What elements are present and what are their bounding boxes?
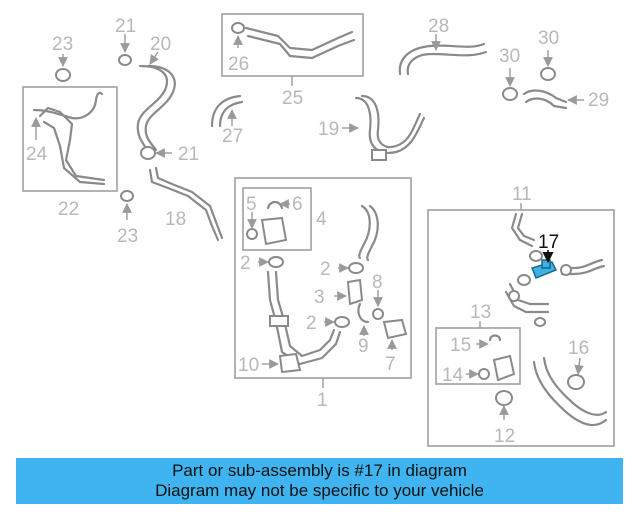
callout-21-lower: 21 (178, 144, 199, 165)
group-box-13 (435, 327, 521, 385)
callout-1: 1 (317, 390, 328, 411)
part-14-ring (466, 354, 516, 382)
callout-25: 25 (282, 88, 303, 109)
part-19-pipe (342, 94, 426, 161)
part-15-fitting (476, 334, 502, 349)
part-20-hose (136, 51, 176, 154)
callout-11: 11 (512, 184, 532, 205)
part-21-clamp-lower (140, 146, 172, 160)
callout-2-c: 2 (306, 313, 317, 334)
part-large-hose (532, 356, 608, 427)
part-hose-upper-right (358, 204, 379, 262)
parts-diagram: 23 21 20 24 22 21 18 23 (22, 13, 615, 447)
callout-12: 12 (494, 426, 515, 447)
part-29-hose (522, 89, 584, 110)
callout-26: 26 (228, 54, 249, 75)
part-23-clamp-lower (120, 190, 134, 220)
callout-2-a: 2 (240, 253, 251, 274)
callout-14: 14 (442, 365, 464, 386)
part-23-clamp (55, 54, 71, 82)
callout-23-lower: 23 (117, 226, 138, 247)
callout-5: 5 (246, 194, 257, 215)
callout-10: 10 (238, 355, 259, 376)
part-17-highlighted (531, 250, 557, 279)
callout-16: 16 (568, 338, 589, 359)
part-10-cap (262, 352, 302, 374)
callout-24: 24 (26, 144, 48, 165)
banner-line-1: Part or sub-assembly is #17 in diagram (172, 461, 467, 480)
part-7-flange (382, 318, 408, 350)
part-24-pipe (31, 91, 106, 186)
callout-4: 4 (316, 209, 327, 230)
part-12-cap (495, 390, 513, 420)
part-27-hose (210, 94, 244, 128)
part-3-connector (334, 278, 364, 306)
callout-6: 6 (292, 194, 303, 215)
callout-23-top: 23 (52, 34, 73, 55)
callout-9: 9 (358, 336, 369, 357)
callout-19: 19 (318, 119, 339, 140)
group-box-22 (22, 86, 118, 192)
callout-27: 27 (222, 126, 243, 147)
part-26-pipe (231, 22, 356, 60)
callout-18: 18 (165, 209, 186, 230)
group-box-4 (242, 187, 312, 251)
callout-22: 22 (58, 199, 79, 220)
callout-20: 20 (150, 34, 171, 55)
callout-3: 3 (314, 287, 325, 308)
part-18-pipe (148, 166, 224, 242)
callout-28: 28 (428, 16, 449, 37)
part-2-clamps (258, 256, 364, 328)
part-5-6-fitting (246, 199, 290, 246)
part-11-hose (504, 212, 606, 327)
callout-17: 17 (538, 232, 559, 253)
part-28-hose (398, 34, 488, 76)
callout-15: 15 (450, 335, 471, 356)
callout-21-top: 21 (115, 16, 136, 37)
callout-30-left: 30 (499, 46, 520, 67)
callout-7: 7 (385, 354, 396, 375)
info-banner: Part or sub-assembly is #17 in diagram D… (16, 458, 623, 504)
part-30-clamps (502, 50, 556, 101)
callout-13: 13 (470, 302, 491, 323)
banner-line-2: Diagram may not be specific to your vehi… (155, 481, 484, 500)
part-1-pipe (266, 270, 342, 366)
part-21-clamp-top (118, 34, 132, 66)
part-8-9-seal (357, 290, 384, 336)
callout-30-right: 30 (538, 28, 559, 49)
part-16-clamp (567, 357, 585, 390)
callout-2-b: 2 (320, 259, 331, 280)
callout-29: 29 (588, 90, 609, 111)
callout-8: 8 (372, 272, 383, 293)
